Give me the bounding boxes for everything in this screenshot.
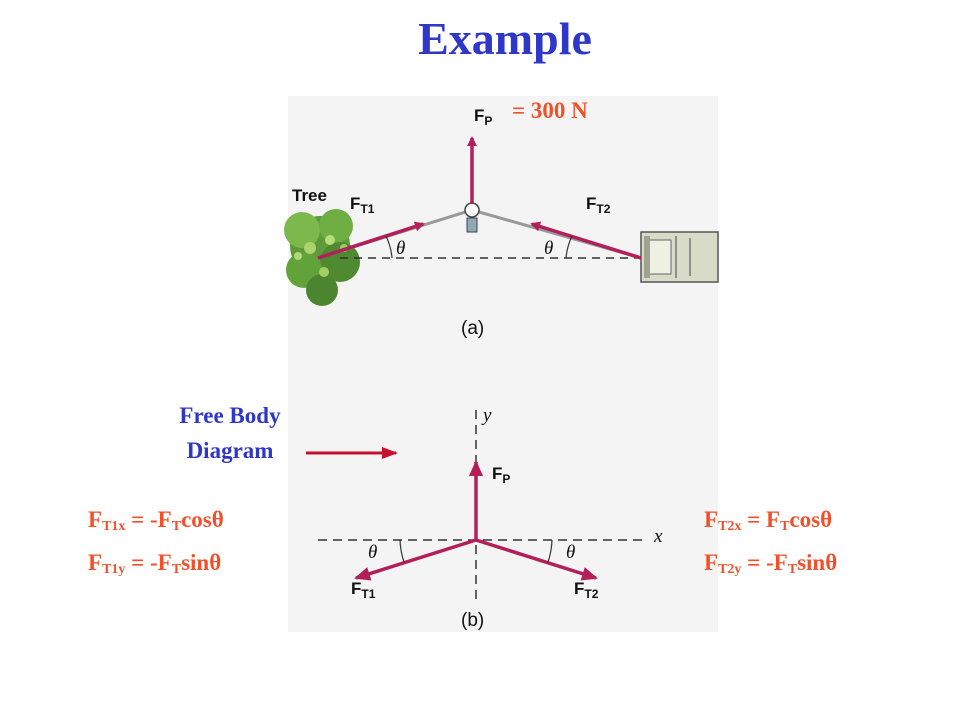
angle-arc-left-b bbox=[399, 539, 405, 563]
arrow-ft1-a bbox=[317, 221, 425, 260]
label-axis-y: y bbox=[481, 405, 492, 426]
angle-arc-right-a bbox=[565, 235, 573, 259]
fbd-label-line1: Free Body bbox=[179, 403, 281, 428]
arrow-ft2-a bbox=[530, 221, 642, 260]
pull-force-value: = 300 N bbox=[512, 98, 588, 123]
label-ft2-a: FT2 bbox=[586, 194, 611, 216]
equations-right: FT2x = FTcosθ FT2y = -FTsinθ bbox=[704, 502, 837, 588]
equation-ft1y: FT1y = -FTsinθ bbox=[88, 550, 222, 577]
arrow-ft2-b bbox=[475, 538, 598, 581]
figure-b: y x FP FT1 FT2 θ θ (b) bbox=[318, 405, 663, 631]
equation-ft2x: FT2x = FTcosθ bbox=[704, 507, 833, 534]
label-axis-x: x bbox=[653, 526, 663, 547]
car-illustration bbox=[640, 231, 719, 283]
theta-right-a: θ bbox=[544, 238, 553, 259]
free-body-diagram-label: Free Body Diagram bbox=[140, 398, 320, 468]
figure-panel bbox=[288, 96, 718, 632]
equations-left: FT1x = -FTcosθ FT1y = -FTsinθ bbox=[88, 502, 224, 588]
caption-a: (a) bbox=[461, 318, 484, 339]
figure-a: Tree FP FT1 FT2 θ θ (a) bbox=[284, 106, 719, 339]
equation-ft1x: FT1x = -FTcosθ bbox=[88, 507, 224, 534]
label-fp-a: FP bbox=[474, 106, 492, 128]
arrow-ft1-b bbox=[354, 538, 477, 581]
slide-title: Example bbox=[418, 13, 592, 64]
fbd-label-line2: Diagram bbox=[186, 438, 274, 463]
equation-ft2y: FT2y = -FTsinθ bbox=[704, 550, 838, 577]
tree-illustration bbox=[284, 209, 360, 306]
theta-left-a: θ bbox=[396, 238, 405, 259]
label-ft1-a: FT1 bbox=[350, 194, 375, 216]
label-fp-b: FP bbox=[492, 464, 510, 486]
angle-arc-right-b bbox=[547, 539, 553, 563]
label-ft2-b: FT2 bbox=[574, 579, 599, 601]
theta-right-b: θ bbox=[566, 542, 575, 563]
angle-arc-left-a bbox=[385, 235, 393, 259]
tree-label: Tree bbox=[292, 186, 327, 205]
theta-left-b: θ bbox=[368, 542, 377, 563]
person-illustration bbox=[464, 202, 480, 233]
caption-b: (b) bbox=[461, 610, 484, 631]
label-ft1-b: FT1 bbox=[351, 579, 376, 601]
